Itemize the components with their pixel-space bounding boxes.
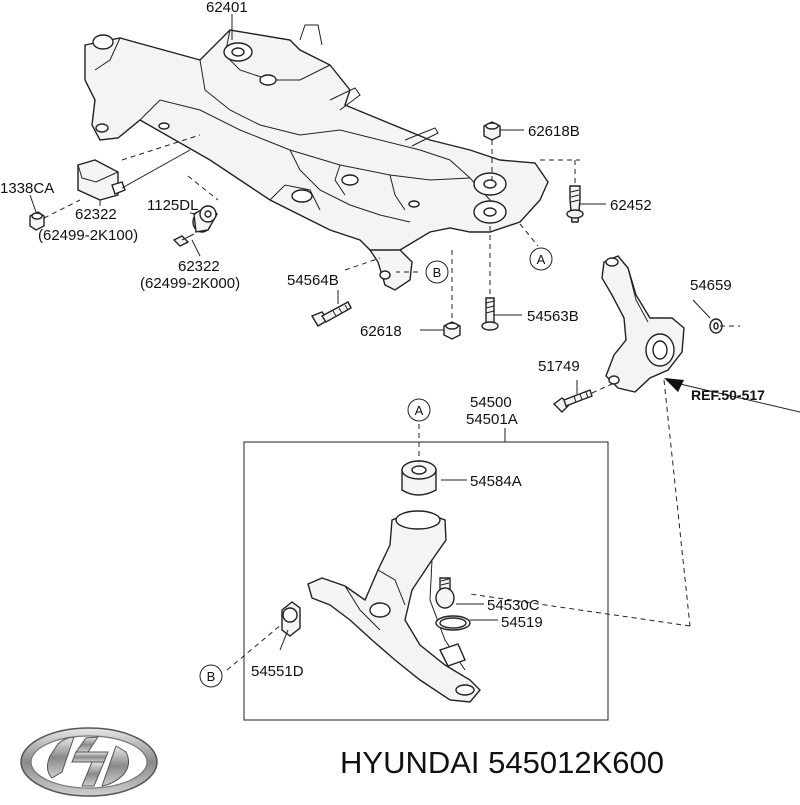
leader-lines [29,14,800,671]
nut-1338ca [29,211,45,231]
label-62322-b: 62322 [178,258,220,275]
nut-62618b [483,121,501,141]
label-54519: 54519 [501,614,543,631]
svg-text:A: A [537,252,546,267]
bolt-54563b [481,297,499,331]
lower-control-arm [307,510,481,703]
label-54584a: 54584A [470,473,522,490]
ref-arrow-icon [664,378,684,392]
bushing-62322 [192,205,218,233]
mount-bracket-62322 [77,159,126,201]
label-1125dl: 1125DL [147,197,198,214]
callout-b-top: B [425,260,449,284]
steering-knuckle [601,255,685,393]
label-62618b: 62618B [528,123,580,140]
svg-text:A: A [415,403,424,418]
label-62618: 62618 [360,323,402,340]
hyundai-logo-icon [20,727,158,797]
subframe-62401 [84,24,549,291]
nut-62618 [443,321,461,340]
svg-text:B: B [207,669,216,684]
label-ref-50-517: REF.50-517 [691,387,765,403]
callout-a-top: A [529,247,553,271]
ring-54519 [435,615,471,631]
bolt-1125dl [172,233,195,247]
bushing-54584a [401,460,437,496]
callout-b-box: B [199,664,223,688]
bolt-54564b [310,301,352,327]
label-1338ca: 1338CA [0,180,54,197]
label-51749: 51749 [538,358,580,375]
ball-joint-54530c [435,577,455,609]
label-54564b: 54564B [287,272,339,289]
label-54501a: 54501A [466,411,518,428]
label-62499-2k000: (62499-2K000) [140,275,240,292]
label-54659: 54659 [690,277,732,294]
label-54563b: 54563B [527,308,579,325]
label-62322-a: 62322 [75,206,117,223]
label-62452: 62452 [610,197,652,214]
brand-part-number: HYUNDAI 545012K600 [340,745,664,780]
label-54551d: 54551D [251,663,304,680]
label-62401: 62401 [206,0,248,16]
svg-text:B: B [433,265,442,280]
bolt-62452 [566,185,584,223]
callout-a-box: A [407,398,431,422]
label-54530c: 54530C [487,597,540,614]
bolt-51749 [552,389,593,413]
label-62499-2k100: (62499-2K100) [38,227,138,244]
lower-arm-assembly-box [243,441,609,721]
label-54500: 54500 [470,394,512,411]
bushing-54551d [281,601,301,637]
